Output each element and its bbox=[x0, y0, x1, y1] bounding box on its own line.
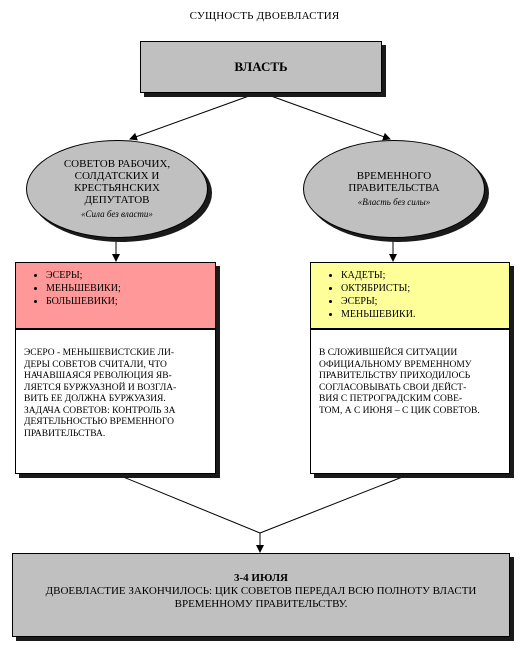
ellipse-line: ПРАВИТЕЛЬСТВА bbox=[348, 182, 440, 194]
outcome-date: 3-4 ИЮЛЯ bbox=[234, 572, 288, 584]
government-ellipse: ВРЕМЕННОГО ПРАВИТЕЛЬСТВА «Власть без сил… bbox=[303, 140, 485, 238]
text-line: ПРАВИТЕЛЬСТВА. bbox=[24, 428, 106, 439]
text-line: ЛЯЕТСЯ БУРЖУАЗНОЙ И ВОЗГЛА- bbox=[24, 382, 177, 393]
government-description: В СЛОЖИВШЕЙСЯ СИТУАЦИИ ОФИЦИАЛЬНОМУ ВРЕМ… bbox=[310, 329, 510, 474]
ellipse-line: ДЕПУТАТОВ bbox=[84, 194, 150, 206]
ellipse-line: СОЛДАТСКИХ И bbox=[74, 170, 160, 182]
list-item: БОЛЬШЕВИКИ; bbox=[46, 295, 207, 308]
outcome-line: ВРЕМЕННОМУ ПРАВИТЕЛЬСТВУ. bbox=[174, 598, 348, 610]
soviets-parties-box: ЭСЕРЫ; МЕНЬШЕВИКИ; БОЛЬШЕВИКИ; bbox=[15, 262, 216, 329]
text-line: НАЧАВШАЯСЯ РЕВОЛЮЦИЯ ЯВ- bbox=[24, 371, 172, 381]
list-item: ЭСЕРЫ; bbox=[46, 269, 207, 282]
ellipse-subtitle: «Власть без силы» bbox=[357, 197, 431, 207]
ellipse-line: КРЕСТЬЯНСКИХ bbox=[74, 182, 160, 194]
soviets-ellipse: СОВЕТОВ РАБОЧИХ, СОЛДАТСКИХ И КРЕСТЬЯНСК… bbox=[26, 140, 208, 238]
soviets-description: ЭСЕРО - МЕНЬШЕВИСТСКИЕ ЛИ- ДЕРЫ СОВЕТОВ … bbox=[15, 329, 216, 474]
power-to-left-arrow bbox=[129, 91, 261, 141]
outcome-line: ДВОЕВЛАСТИЕ ЗАКОНЧИЛОСЬ: ЦИК СОВЕТОВ ПЕР… bbox=[45, 585, 477, 597]
parties-list: КАДЕТЫ; ОКТЯБРИСТЫ; ЭСЕРЫ; МЕНЬШЕВИКИ. bbox=[321, 269, 501, 321]
text-line: В СЛОЖИВШЕЙСЯ СИТУАЦИИ bbox=[319, 348, 458, 358]
power-box: ВЛАСТЬ bbox=[140, 41, 382, 93]
government-parties-box: КАДЕТЫ; ОКТЯБРИСТЫ; ЭСЕРЫ; МЕНЬШЕВИКИ. bbox=[310, 262, 510, 329]
power-label: ВЛАСТЬ bbox=[234, 59, 288, 74]
ellipse-line: ВРЕМЕННОГО bbox=[356, 170, 432, 182]
right-to-bottom-line bbox=[259, 473, 411, 534]
text-line: ТОМ, А С ИЮНЯ – С ЦИК СОВЕТОВ. bbox=[319, 405, 480, 416]
ellipse-subtitle: «Сила без власти» bbox=[81, 209, 153, 219]
text-line: ОФИЦИАЛЬНОМУ ВРЕМЕННОМУ bbox=[319, 359, 472, 370]
parties-list: ЭСЕРЫ; МЕНЬШЕВИКИ; БОЛЬШЕВИКИ; bbox=[26, 269, 207, 308]
text-line: СОГЛАСОВЫВАТЬ СВОИ ДЕЙСТ- bbox=[319, 382, 467, 393]
list-item: КАДЕТЫ; bbox=[341, 269, 501, 282]
text-line: ДЕЯТЕЛЬНОСТЬЮ ВРЕМЕННОГО bbox=[24, 417, 174, 427]
power-to-right-arrow bbox=[259, 91, 391, 141]
text-line: ВИЯ С ПЕТРОГРАДСКИМ СОВЕ- bbox=[319, 394, 463, 404]
left-to-bottom-line bbox=[115, 473, 261, 534]
text-line: ЭСЕРО - МЕНЬШЕВИСТСКИЕ ЛИ- bbox=[24, 348, 175, 358]
text-line: ДЕРЫ СОВЕТОВ СЧИТАЛИ, ЧТО bbox=[24, 359, 167, 370]
text-line: ЗАДАЧА СОВЕТОВ: КОНТРОЛЬ ЗА bbox=[24, 405, 176, 416]
list-item: ЭСЕРЫ; bbox=[341, 295, 501, 308]
list-item: ОКТЯБРИСТЫ; bbox=[341, 282, 501, 295]
diagram-title: СУЩНОСТЬ ДВОЕВЛАСТИЯ bbox=[189, 10, 340, 22]
list-item: МЕНЬШЕВИКИ; bbox=[46, 282, 207, 295]
ellipse-line: СОВЕТОВ РАБОЧИХ, bbox=[63, 158, 171, 170]
outcome-box: 3-4 ИЮЛЯ ДВОЕВЛАСТИЕ ЗАКОНЧИЛОСЬ: ЦИК СО… bbox=[12, 553, 510, 637]
list-item: МЕНЬШЕВИКИ. bbox=[341, 308, 501, 321]
text-line: ПРАВИТЕЛЬСТВУ ПРИХОДИЛОСЬ bbox=[319, 371, 471, 381]
text-line: ВИТЬ ЕЕ ДОЛЖНА БУРЖУАЗИЯ. bbox=[24, 394, 166, 404]
